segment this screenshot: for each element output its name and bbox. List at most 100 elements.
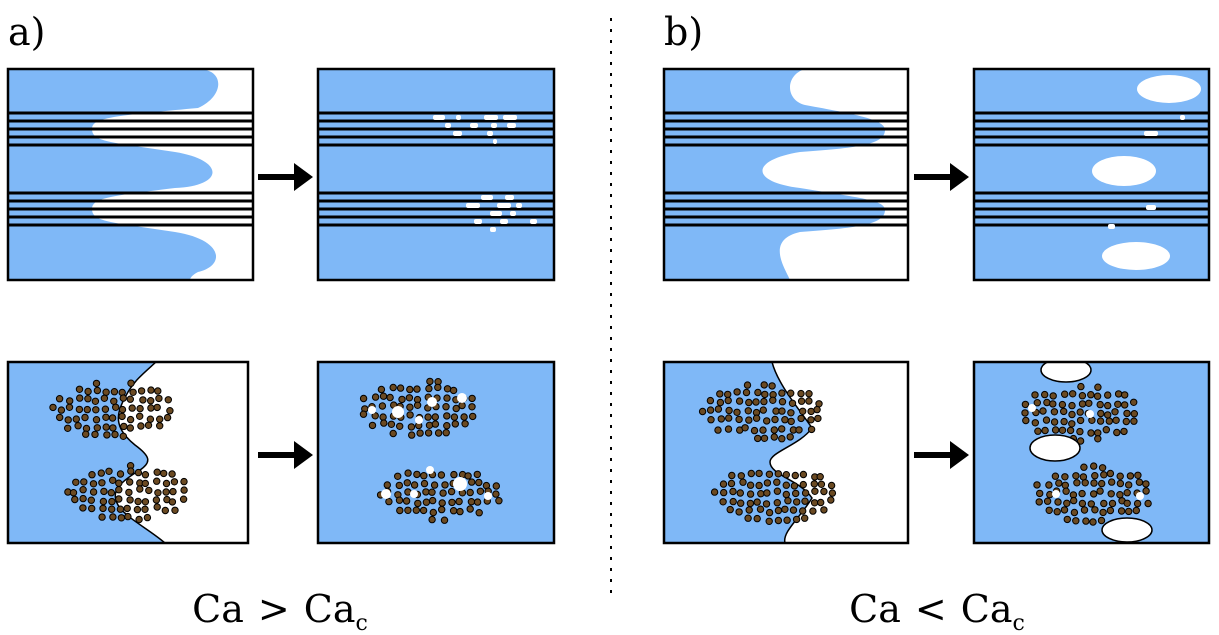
particle [102, 388, 110, 396]
particle [456, 507, 464, 516]
particle [1042, 416, 1051, 424]
particle [368, 421, 377, 430]
particle [84, 395, 92, 403]
particle [801, 514, 809, 522]
particle-cluster [1021, 382, 1139, 445]
particle [102, 413, 110, 421]
particle [126, 415, 135, 424]
particle [124, 512, 132, 521]
particle [83, 405, 92, 414]
particle [136, 404, 144, 413]
particle [449, 386, 458, 395]
particle [1090, 490, 1098, 498]
particle [1123, 489, 1131, 497]
panel-b-particles-before [664, 362, 908, 543]
particle [440, 516, 449, 524]
particle [1142, 480, 1150, 488]
particle [429, 508, 437, 517]
particle [765, 508, 774, 517]
particle [1078, 489, 1086, 498]
particle [752, 414, 761, 422]
particle [790, 482, 799, 490]
trapped-ganglia [433, 115, 537, 232]
particle [1094, 435, 1102, 443]
particle [441, 481, 449, 489]
panel-label-b: b) [664, 10, 703, 54]
particle [797, 397, 806, 405]
particle [1097, 409, 1105, 418]
particle [153, 477, 161, 485]
particle [79, 486, 87, 494]
particle [1090, 479, 1098, 487]
right-arrow-icon [258, 441, 313, 469]
particle [814, 414, 822, 423]
particle [1117, 507, 1126, 515]
particle [156, 415, 164, 423]
particle [425, 384, 433, 393]
right-arrow-icon [914, 441, 969, 469]
particle [466, 488, 474, 497]
panel-frame [972, 360, 1211, 545]
particle [750, 426, 759, 435]
particle [1076, 427, 1084, 436]
particle [735, 397, 744, 405]
panel-b-layered-before [664, 69, 908, 280]
particle [395, 496, 404, 504]
particle [1098, 479, 1106, 488]
particle [155, 394, 163, 403]
particle [1099, 508, 1107, 517]
particle [765, 470, 774, 478]
particle [707, 416, 715, 424]
particle [420, 472, 428, 480]
particle [414, 499, 422, 508]
right-arrow-icon [258, 163, 313, 191]
particle [782, 490, 790, 499]
particle [1091, 472, 1099, 480]
particle [778, 389, 786, 397]
panel-a-layered-before [8, 69, 253, 280]
particle [146, 415, 155, 423]
particle [1108, 499, 1117, 508]
particle [79, 494, 87, 503]
particle [1034, 427, 1042, 435]
particle [736, 489, 744, 497]
particle [791, 471, 799, 480]
particle [739, 478, 747, 486]
bypassed-blobs [1029, 362, 1153, 543]
particle [1116, 491, 1124, 499]
particle [747, 469, 755, 478]
particle [1061, 481, 1070, 489]
particle [760, 434, 769, 442]
particle [1116, 472, 1124, 480]
particle [102, 423, 110, 431]
particle [781, 416, 789, 424]
particle [126, 478, 134, 486]
particle [1089, 518, 1097, 526]
particle [141, 505, 149, 513]
particle [396, 506, 404, 515]
particle [72, 415, 81, 423]
particle [735, 508, 743, 516]
particle [1058, 400, 1067, 409]
particle [1072, 472, 1080, 480]
particle [380, 419, 388, 427]
particle [706, 396, 715, 405]
panel-a-particles-after [318, 362, 554, 543]
particle [119, 432, 128, 440]
particle [1072, 517, 1080, 525]
particle [1130, 410, 1139, 418]
particle [1111, 408, 1119, 416]
particle [788, 399, 797, 407]
particle [817, 498, 825, 507]
particle [443, 394, 451, 402]
particle [84, 387, 92, 396]
particle [742, 388, 751, 397]
particle [385, 497, 393, 506]
particle [1130, 417, 1138, 425]
particle [698, 407, 707, 416]
particle [757, 490, 765, 498]
particle [100, 394, 109, 402]
particle [745, 416, 753, 424]
panel-frame [6, 360, 250, 545]
particle [389, 383, 397, 392]
